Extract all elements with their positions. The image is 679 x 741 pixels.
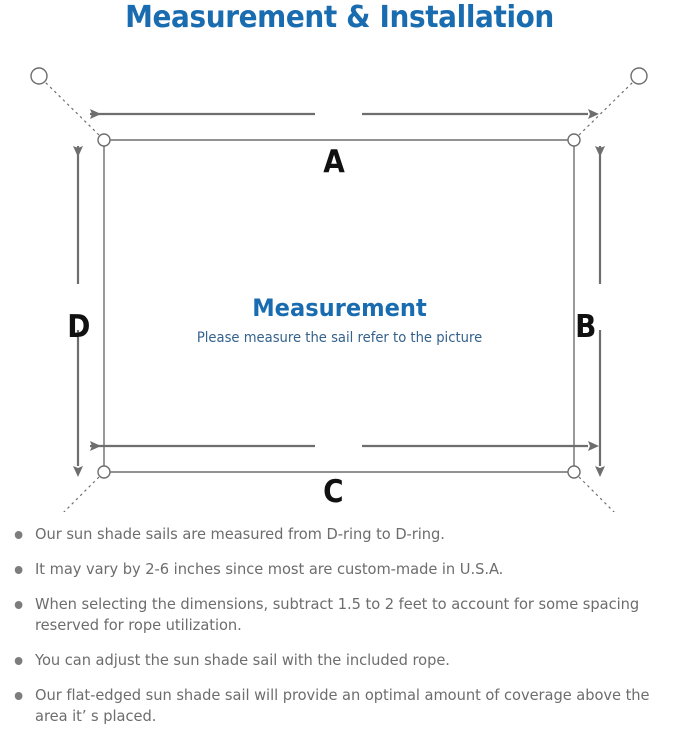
anchor-ring-top-right <box>630 67 648 85</box>
sail-center-subtitle: Please measure the sail refer to the pic… <box>196 330 483 346</box>
bullet-icon <box>14 531 23 539</box>
note-text: Our flat-edged sun shade sail will provi… <box>35 686 650 725</box>
diagram-canvas <box>30 67 648 512</box>
dimension-label-c: C <box>323 474 344 510</box>
dimension-label-d: D <box>67 309 91 345</box>
anchor-ring-top-left <box>30 67 48 85</box>
bullet-icon <box>14 657 23 665</box>
rope-top-right <box>578 80 635 136</box>
list-item: When selecting the dimensions, subtract … <box>8 594 653 636</box>
d-ring-bottom-left <box>97 465 111 479</box>
sail-measurement-diagram: A B C D Measurement Please measure the s… <box>0 52 679 512</box>
sail-body <box>103 139 575 473</box>
bullet-icon <box>14 692 23 700</box>
note-text: When selecting the dimensions, subtract … <box>35 595 640 634</box>
dimension-label-b: B <box>575 309 597 345</box>
page-title: Measurement & Installation <box>125 0 554 35</box>
list-item: Our flat-edged sun shade sail will provi… <box>8 685 653 727</box>
sail-center-title: Measurement <box>252 294 427 322</box>
rope-bottom-right <box>578 476 615 512</box>
bullet-icon <box>14 601 23 609</box>
d-ring-top-left <box>97 133 111 147</box>
note-text: Our sun shade sails are measured from D-… <box>35 525 445 543</box>
list-item: It may vary by 2-6 inches since most are… <box>8 559 653 580</box>
note-text: It may vary by 2-6 inches since most are… <box>35 560 504 578</box>
list-item: You can adjust the sun shade sail with t… <box>8 650 653 671</box>
d-ring-bottom-right <box>567 465 581 479</box>
dimension-label-a: A <box>323 144 345 180</box>
rope-bottom-left <box>63 476 100 512</box>
notes-list: Our sun shade sails are measured from D-… <box>8 524 676 741</box>
list-item: Our sun shade sails are measured from D-… <box>8 524 653 545</box>
rope-top-left <box>43 80 100 136</box>
d-ring-top-right <box>567 133 581 147</box>
bullet-icon <box>14 566 23 574</box>
note-text: You can adjust the sun shade sail with t… <box>35 651 450 669</box>
